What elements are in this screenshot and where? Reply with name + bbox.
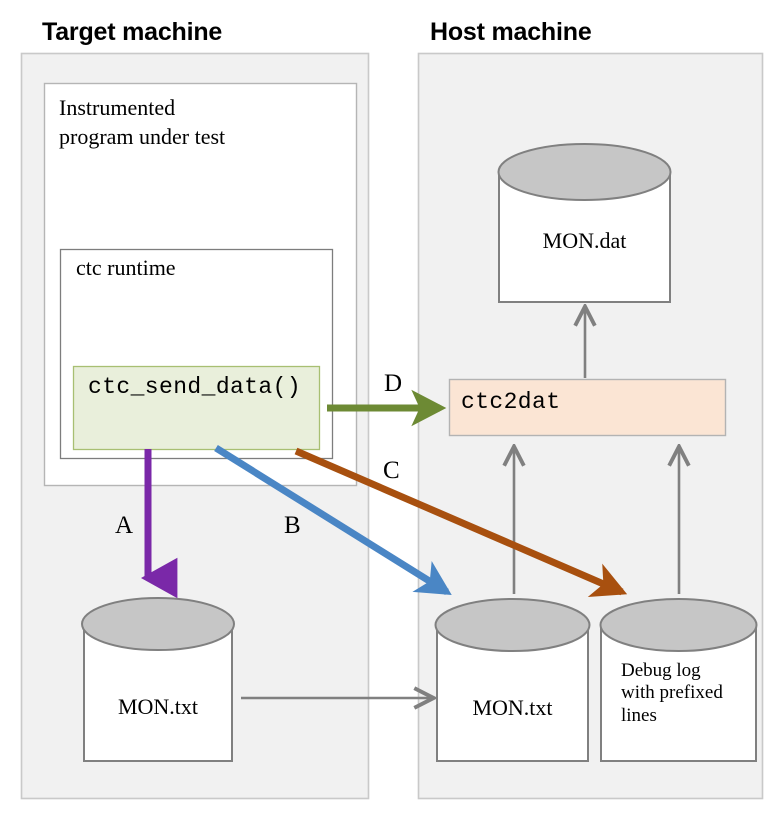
arrow-label-d: D [384,370,403,397]
ctc-send-data-box [72,365,321,451]
target-machine-title: Target machine [42,18,223,46]
arrow-label-c: C [383,457,400,484]
ctc2dat-box [448,378,727,437]
mon-dat-label: MON.dat [542,228,627,253]
arrow-label-b: B [284,512,301,539]
debug-log-label: Debug log with prefixed lines [621,660,723,726]
debug-log-cylinder [599,598,758,762]
target-mon-txt-cylinder [81,597,235,762]
host-mon-txt-label: MON.txt [472,695,553,720]
arrow-c-line [294,447,628,598]
instrumented-program-label: Instrumented program under test [59,95,226,149]
ctc-send-data-label: ctc_send_data() [88,374,302,400]
arrow-b-line [214,445,452,595]
target-mon-txt-label: MON.txt [117,694,199,719]
host-mon-txt-cylinder [434,598,591,762]
arrow-label-a: A [115,512,134,539]
ctc-runtime-label: ctc runtime [76,255,176,280]
ctc2dat-label: ctc2dat [461,389,561,415]
host-machine-title: Host machine [430,18,592,46]
mon-dat-cylinder [497,143,672,303]
